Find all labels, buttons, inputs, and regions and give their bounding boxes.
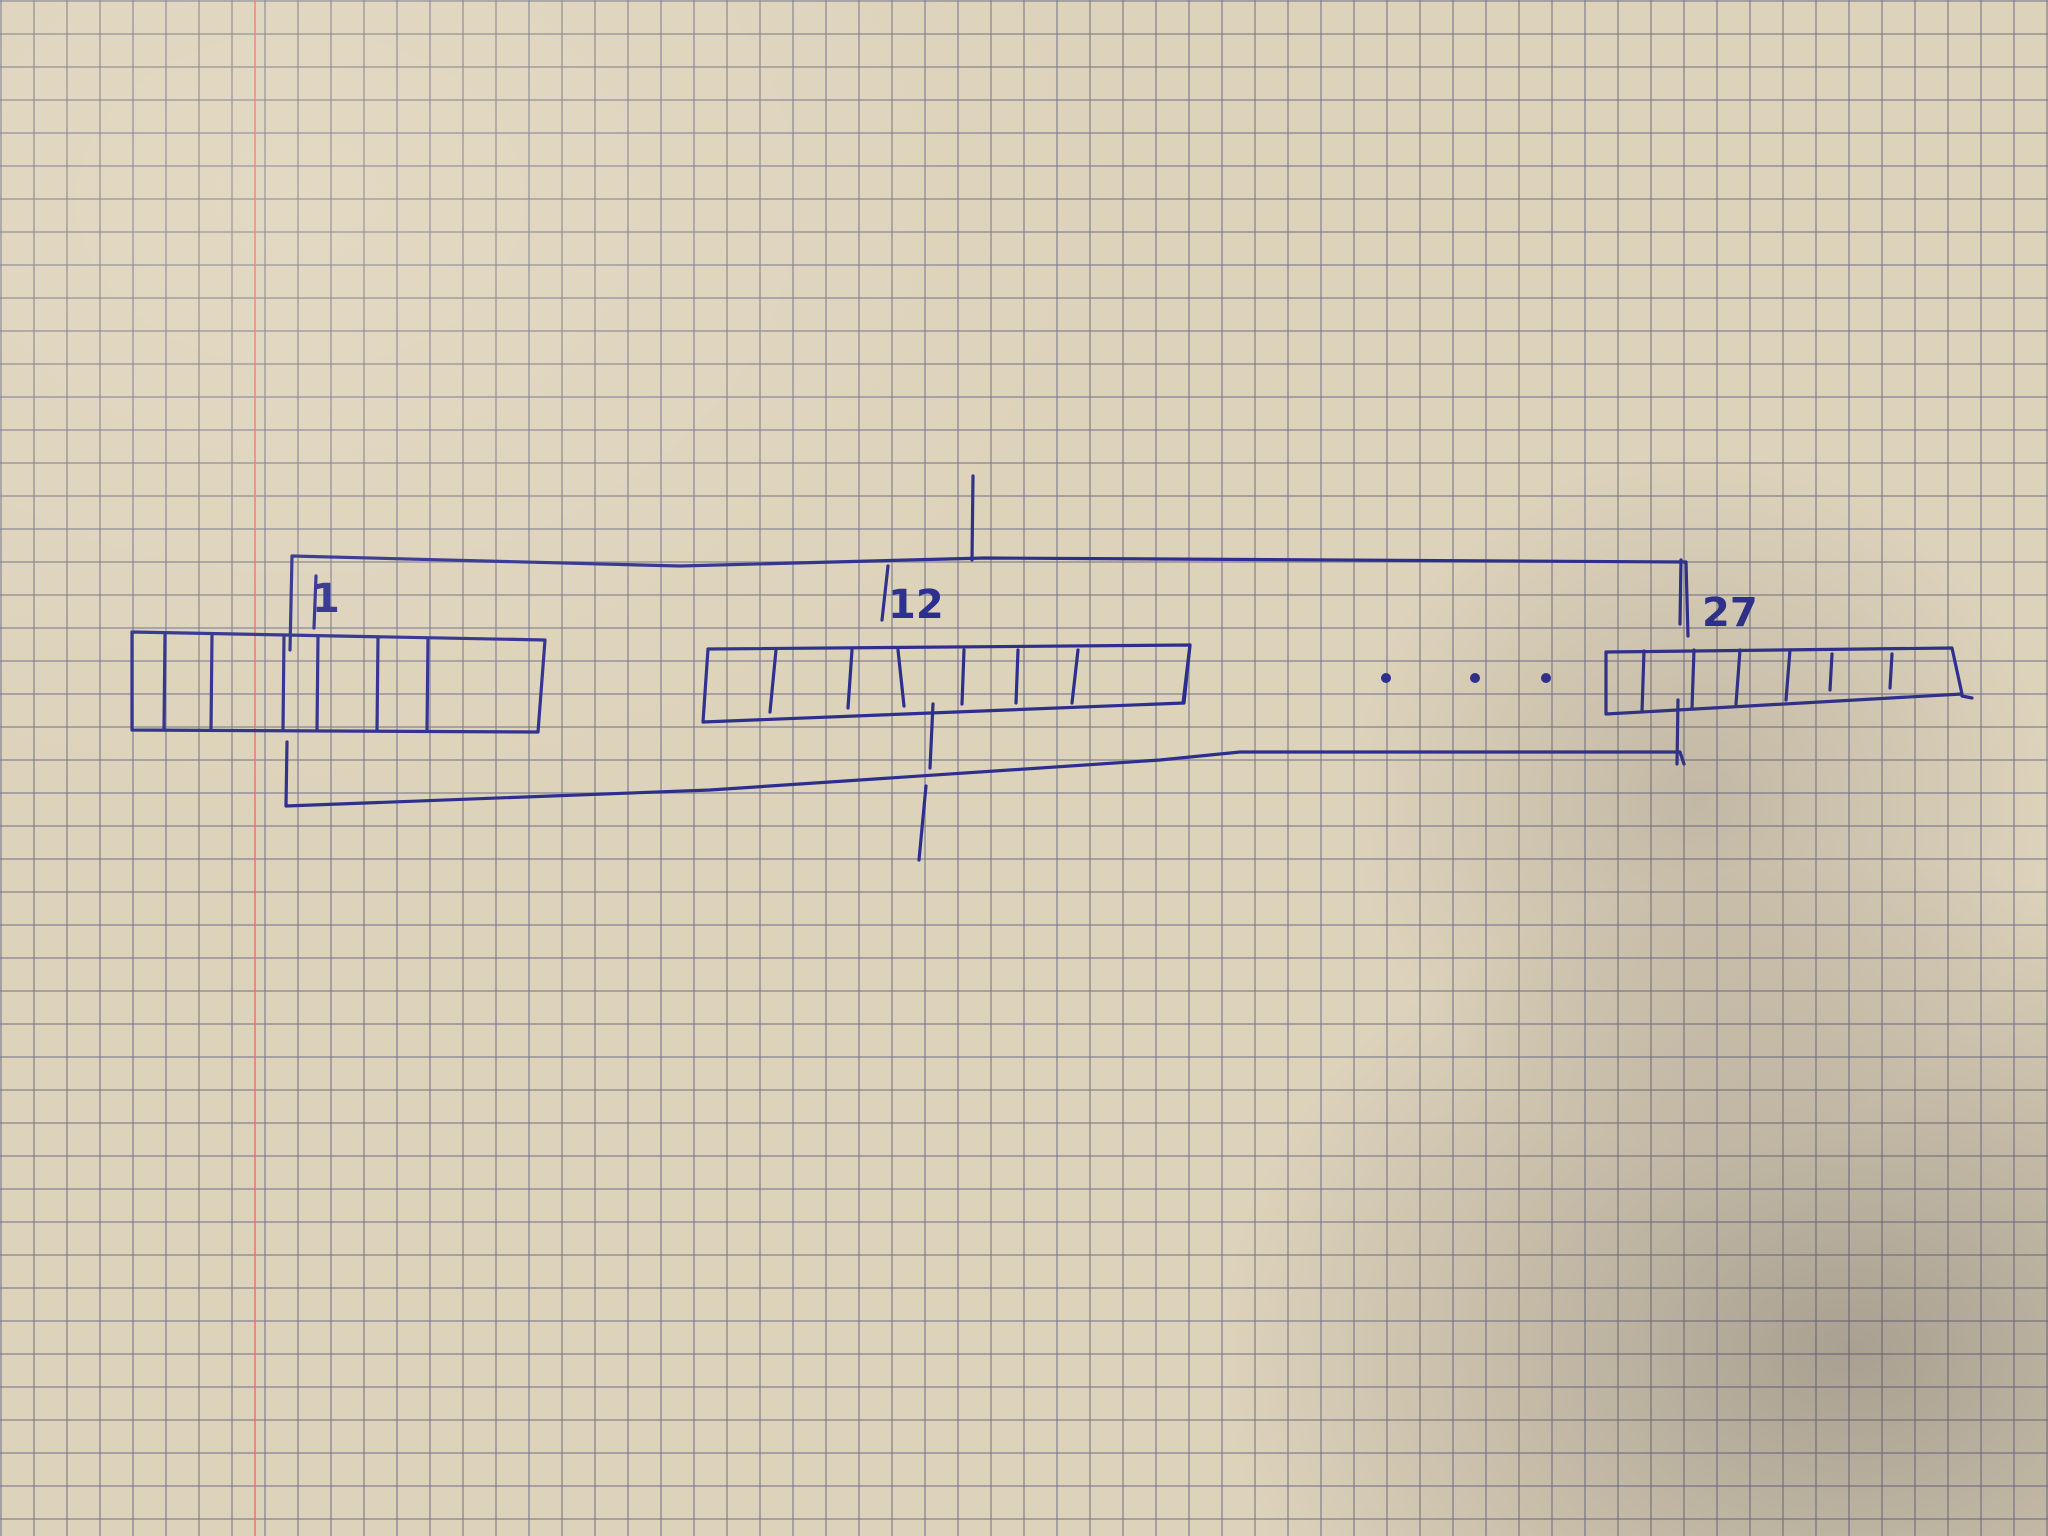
upper-bracket-center-tick bbox=[970, 474, 975, 562]
middle-strip-divider bbox=[768, 648, 778, 714]
right-strip-divider bbox=[1690, 648, 1696, 710]
right-strip-divider bbox=[1784, 648, 1792, 702]
middle-strip-divider bbox=[896, 648, 906, 708]
left-position-label: 1 bbox=[312, 576, 340, 622]
middle-strip-divider bbox=[960, 648, 966, 706]
right-position-label: 27 bbox=[1702, 590, 1758, 636]
middle-strip-divider bbox=[1014, 648, 1020, 705]
right-strip-outline bbox=[1604, 646, 1964, 716]
right-strip-divider bbox=[1828, 652, 1834, 692]
middle-label-tick bbox=[880, 564, 890, 622]
lower-bracket-line bbox=[284, 740, 1686, 808]
upper-bracket-left-tick bbox=[312, 574, 318, 630]
middle-position-label: 12 bbox=[888, 582, 944, 628]
upper-bracket-right-tick bbox=[1678, 558, 1683, 626]
upper-bracket bbox=[288, 474, 1690, 652]
upper-bracket-line bbox=[288, 554, 1690, 652]
ellipsis-dot bbox=[1541, 673, 1551, 683]
left-strip-outline bbox=[130, 630, 547, 734]
left-strip-divider bbox=[281, 634, 286, 732]
paper-margin-line bbox=[254, 0, 256, 1536]
left-strip-divider bbox=[209, 633, 214, 732]
middle-strip-divider bbox=[846, 648, 854, 710]
right-strip-extension bbox=[1960, 694, 1974, 700]
lower-bracket-middle-connector bbox=[928, 702, 935, 770]
left-strip-divider bbox=[375, 636, 380, 733]
right-strip-divider bbox=[1888, 652, 1894, 690]
right-strip-divider bbox=[1734, 648, 1742, 706]
lower-bracket-right-end bbox=[1675, 698, 1680, 766]
right-strip-divider bbox=[1640, 649, 1646, 714]
middle-strip-divider bbox=[1181, 643, 1192, 705]
left-strip-divider bbox=[162, 632, 167, 732]
left-strip-divider bbox=[425, 636, 430, 733]
middle-strip bbox=[701, 643, 1192, 724]
right-strip bbox=[1604, 646, 1974, 716]
lower-bracket-center-tick bbox=[917, 784, 928, 862]
ellipsis bbox=[1381, 673, 1551, 683]
ellipsis-dot bbox=[1470, 673, 1480, 683]
left-strip bbox=[130, 630, 547, 734]
middle-strip-divider bbox=[1070, 648, 1080, 705]
ellipsis-dot bbox=[1381, 673, 1391, 683]
left-strip-divider bbox=[315, 635, 320, 732]
lower-bracket bbox=[284, 698, 1686, 862]
